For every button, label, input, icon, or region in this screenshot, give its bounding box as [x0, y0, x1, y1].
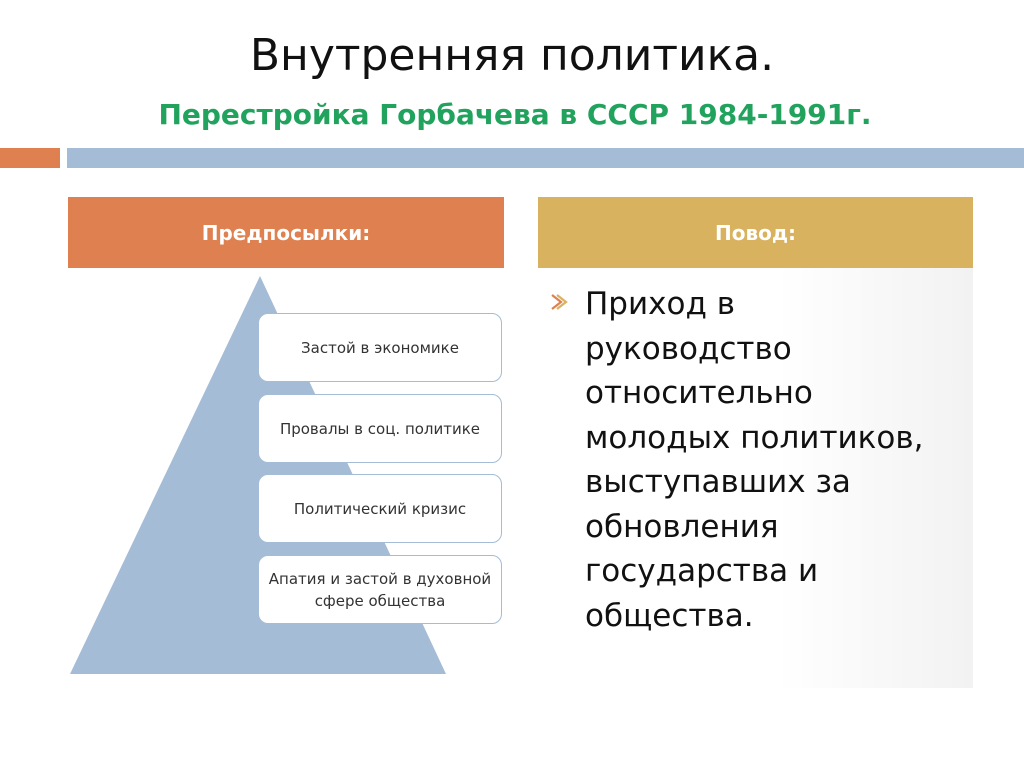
accent-bar-orange: [0, 148, 60, 168]
pretext-line: государства и: [585, 553, 819, 589]
pretext-header: Повод:: [538, 197, 973, 268]
prerequisite-item: Апатия и застой в духовной сфере обществ…: [258, 555, 502, 624]
pretext-line: общества.: [585, 597, 754, 634]
slide-title: Внутренняя политика.: [249, 30, 775, 81]
pretext-line: Приход в: [585, 286, 736, 322]
slide-subtitle: Перестройка Горбачева в СССР 1984-1991г.: [158, 98, 872, 131]
pretext-line: молодых политиков,: [585, 419, 924, 456]
prerequisite-item: Застой в экономике: [258, 313, 502, 382]
prerequisite-item: Политический кризис: [258, 474, 502, 543]
pretext-line: выступавших за: [585, 464, 851, 500]
chevron-right-icon: [551, 294, 568, 310]
pretext-line: относительно: [585, 375, 813, 411]
pretext-panel: [538, 268, 973, 688]
accent-bar-blue: [67, 148, 1024, 168]
prerequisite-item: Провалы в соц. политике: [258, 394, 502, 463]
pretext-text: Приход в руководство относительно молоды…: [585, 282, 965, 638]
pretext-line: руководство: [585, 330, 792, 367]
prerequisites-header: Предпосылки:: [68, 197, 504, 268]
pretext-line: обновления: [585, 508, 779, 545]
